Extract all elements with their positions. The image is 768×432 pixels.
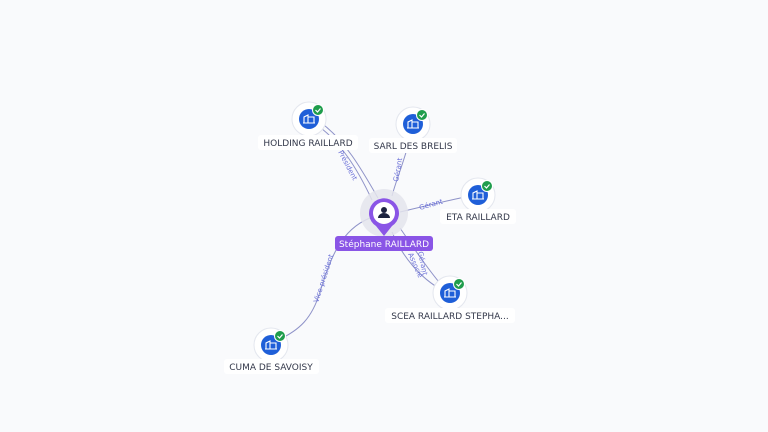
company-icon: [265, 340, 277, 350]
check-icon: [315, 108, 321, 113]
edge-label-eta: Gérant: [418, 198, 444, 212]
company-node-holding[interactable]: HOLDING RAILLARD: [258, 101, 358, 150]
company-node-scea[interactable]: SCEA RAILLARD STEPHA...: [385, 275, 515, 323]
center-node[interactable]: Stéphane RAILLARD: [335, 189, 433, 251]
check-badge: [274, 330, 286, 342]
check-badge: [416, 109, 428, 121]
company-icon: [303, 114, 315, 124]
company-node-eta[interactable]: ETA RAILLARD: [440, 177, 516, 224]
edge-label-sarl: Gérant: [392, 157, 404, 182]
center-label: Stéphane RAILLARD: [339, 239, 429, 250]
company-label-scea: SCEA RAILLARD STEPHA...: [391, 312, 509, 322]
center-label-bg: [335, 236, 433, 251]
node-label-bg: [369, 138, 457, 153]
edge-cuma[interactable]: [277, 217, 371, 341]
check-badge: [312, 104, 324, 116]
company-node-cuma[interactable]: CUMA DE SAVOISY: [224, 327, 319, 374]
company-node-sarl[interactable]: SARL DES BRELIS: [369, 106, 457, 153]
company-icon: [407, 119, 419, 129]
check-icon: [277, 334, 283, 339]
company-label-cuma: CUMA DE SAVOISY: [229, 363, 313, 373]
node-label-bg: [440, 209, 516, 224]
check-badge: [481, 180, 493, 192]
edge-label-cuma: Vice-président: [312, 253, 335, 304]
company-label-sarl: SARL DES BRELIS: [374, 142, 453, 152]
node-label-bg: [385, 308, 515, 323]
check-icon: [484, 184, 490, 189]
company-label-holding: HOLDING RAILLARD: [263, 139, 352, 149]
node-label-bg: [258, 135, 358, 150]
node-label-bg: [224, 359, 319, 374]
company-icon: [472, 190, 484, 200]
edge-label-holding: Président: [336, 149, 359, 182]
company-label-eta: ETA RAILLARD: [446, 213, 510, 223]
check-icon: [456, 282, 462, 287]
edge-holding[interactable]: [319, 121, 379, 199]
company-icon: [444, 288, 456, 298]
check-badge: [453, 278, 465, 290]
check-icon: [419, 113, 425, 118]
person-icon: [378, 207, 390, 218]
